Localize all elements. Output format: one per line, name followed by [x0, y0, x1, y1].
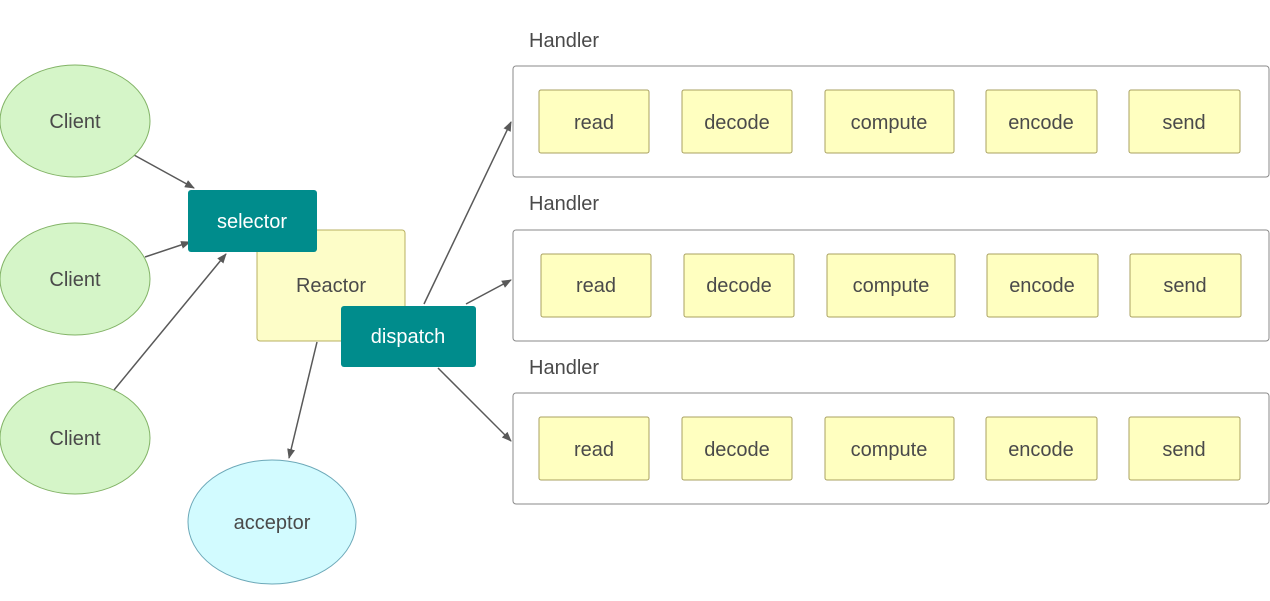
- client-node: Client: [0, 381, 151, 495]
- step-label: encode: [1008, 439, 1074, 461]
- client-node: Client: [0, 222, 151, 336]
- handler-step: send: [1128, 89, 1241, 154]
- step-label: read: [574, 112, 614, 134]
- handler-title: Handler: [529, 357, 599, 379]
- step-label: send: [1163, 275, 1206, 297]
- step-label: send: [1162, 112, 1205, 134]
- handler-step: read: [538, 416, 650, 481]
- handler-title: Handler: [529, 193, 599, 215]
- arrow-dispatch-to-handler3: [437, 367, 512, 442]
- handler-group: Handler read decode compute encode send: [512, 357, 1270, 505]
- step-label: read: [576, 275, 616, 297]
- client-node: Client: [0, 64, 151, 178]
- connector-arrows: [113, 121, 512, 459]
- selector-node: selector: [188, 190, 317, 252]
- arrow-client2-to-selector: [144, 241, 191, 258]
- handler-step: compute: [824, 416, 955, 481]
- step-label: send: [1162, 439, 1205, 461]
- handler-step: compute: [824, 89, 955, 154]
- client-label: Client: [49, 269, 101, 291]
- arrow-reactor-to-acceptor: [287, 341, 318, 459]
- handler-step: send: [1128, 416, 1241, 481]
- handler-title: Handler: [529, 30, 599, 52]
- step-label: compute: [853, 275, 930, 297]
- handler-step: compute: [826, 253, 956, 318]
- step-label: encode: [1008, 112, 1074, 134]
- handler-step: send: [1129, 253, 1242, 318]
- handler-step: decode: [683, 253, 795, 318]
- handler-step: decode: [681, 89, 793, 154]
- handler-step: encode: [986, 253, 1099, 318]
- step-label: compute: [851, 439, 928, 461]
- client-label: Client: [49, 111, 101, 133]
- dispatch-node: dispatch: [341, 306, 476, 367]
- arrow-client3-to-selector: [113, 253, 227, 391]
- handler-step: decode: [681, 416, 793, 481]
- client-label: Client: [49, 428, 101, 450]
- arrow-dispatch-to-handler2: [465, 279, 512, 305]
- reactor-label: Reactor: [296, 275, 366, 297]
- handler-step: encode: [985, 416, 1098, 481]
- arrow-client1-to-selector: [133, 154, 195, 189]
- handler-step: read: [540, 253, 652, 318]
- acceptor-node: acceptor: [187, 459, 357, 585]
- step-label: read: [574, 439, 614, 461]
- acceptor-label: acceptor: [234, 512, 311, 534]
- step-label: decode: [706, 275, 772, 297]
- step-label: decode: [704, 439, 770, 461]
- handler-step: read: [538, 89, 650, 154]
- selector-label: selector: [217, 211, 287, 233]
- step-label: encode: [1009, 275, 1075, 297]
- step-label: compute: [851, 112, 928, 134]
- arrow-dispatch-to-handler1: [423, 121, 512, 305]
- dispatch-label: dispatch: [371, 326, 446, 348]
- handler-group: Handler read decode compute encode send: [512, 193, 1270, 342]
- handler-step: encode: [985, 89, 1098, 154]
- step-label: decode: [704, 112, 770, 134]
- handler-group: Handler read decode compute encode send: [512, 30, 1270, 178]
